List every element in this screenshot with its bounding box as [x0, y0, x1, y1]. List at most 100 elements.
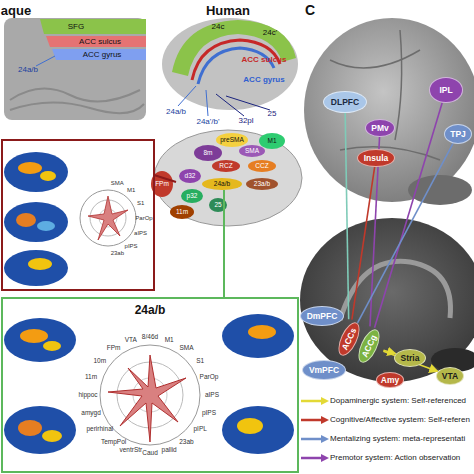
legend-text: Premotor system: Action observation — [330, 453, 470, 462]
region-label: FPm — [107, 345, 121, 352]
region-label: Human — [206, 4, 250, 17]
region-label: 23a/b — [254, 181, 270, 188]
region-label: M1 — [165, 337, 174, 344]
flat-map — [4, 202, 68, 242]
region-label: 10m — [94, 358, 107, 365]
parcel — [239, 145, 265, 157]
macaque-slice — [4, 18, 146, 120]
region-label: d32 — [185, 173, 196, 180]
region-label: ACC sulcus — [79, 38, 121, 46]
region-label: 11m — [176, 209, 188, 216]
region-label: S1 — [137, 200, 144, 206]
legend-text: Mentalizing system: meta-representati — [330, 434, 470, 443]
flat-map — [222, 314, 294, 358]
region-label: M1 — [127, 187, 135, 193]
polar-ring — [80, 190, 136, 246]
region-label: Caud — [142, 450, 158, 457]
region-label: 8m — [203, 150, 212, 157]
parcel — [212, 160, 240, 172]
region-node: DLPFC — [323, 91, 367, 113]
acc-sulcus-region — [46, 36, 146, 47]
region-label: 24a/b — [214, 181, 230, 188]
region-node: VmPFC — [302, 360, 346, 380]
region-node: Stria — [394, 349, 426, 367]
region-label: ACC gyrus — [83, 51, 122, 59]
flat-map — [4, 318, 76, 362]
polar-plot — [108, 355, 186, 442]
legend-row: Premotor system: Action observation — [300, 448, 472, 467]
region-label: RCZ — [219, 163, 232, 170]
region-node: VTA — [436, 367, 464, 385]
legend-arrow-head — [321, 397, 329, 405]
node-text: Insula — [364, 154, 389, 163]
region-label: 23ab — [111, 250, 124, 256]
region-label: pIPL — [193, 426, 206, 433]
sulcus-line — [10, 89, 140, 102]
region-label: aIPS — [134, 230, 147, 236]
flat-map — [4, 406, 76, 454]
region-label: pIPS — [125, 243, 138, 249]
legend-arrow-head — [321, 435, 329, 443]
region-label: 25 — [268, 110, 277, 118]
region-label: hippoc — [78, 392, 97, 399]
leader-line — [226, 96, 270, 110]
region-label: 8/46d — [142, 334, 158, 341]
polar-ring — [100, 345, 200, 445]
region-label: 11m — [85, 374, 97, 381]
region-label: M1 — [267, 138, 276, 145]
node-text: VTA — [442, 372, 458, 381]
legend-arrow-line — [301, 437, 322, 440]
region-label: 24a/b — [18, 66, 38, 74]
legend-swatch — [300, 434, 330, 444]
leader-line — [206, 90, 208, 116]
node-text: TPJ — [450, 130, 466, 139]
activation-blob — [37, 221, 55, 231]
medial-brain — [300, 218, 474, 382]
flat-map — [4, 250, 68, 286]
region-label: pIPS — [202, 410, 216, 417]
region-node: Amy — [376, 372, 404, 388]
human-brain — [162, 18, 298, 110]
region-node: TPJ — [444, 124, 472, 144]
sfg-region — [40, 19, 146, 34]
parcellation-brain — [154, 130, 302, 226]
region-label: CCZ — [255, 163, 268, 170]
region-label: ACC sulcus — [242, 56, 287, 64]
connector — [358, 143, 453, 323]
leader-line — [223, 190, 225, 298]
activation-blob — [43, 341, 61, 351]
node-text: VmPFC — [309, 366, 339, 375]
activation-blob — [248, 325, 276, 339]
region-label: SFG — [68, 23, 84, 31]
activation-blob — [18, 162, 42, 174]
node-text: DLPFC — [331, 98, 359, 107]
region-label: preSMA — [220, 137, 243, 144]
region-label: 24c — [212, 23, 225, 31]
node-text: Stria — [401, 354, 420, 363]
region-label: S1 — [196, 358, 204, 365]
legend: Dopaminergic system: Self-referencedCogn… — [300, 391, 472, 467]
node-text: IPL — [439, 86, 452, 95]
legend-swatch — [300, 453, 330, 463]
region-label: TempPol — [101, 439, 126, 446]
region-label: ventrStr — [119, 447, 142, 454]
region-label: SMA — [111, 180, 124, 186]
legend-text: Dopaminergic system: Self-referenced — [330, 396, 470, 405]
region-label: SMA — [245, 148, 259, 155]
region-label: ParOp — [200, 374, 219, 381]
region-label: p32 — [187, 193, 198, 200]
legend-arrow-line — [301, 399, 322, 402]
region-label: amygd — [81, 410, 101, 417]
region-label: VTA — [125, 337, 137, 344]
region-node: IPL — [429, 77, 463, 103]
region-label: pallid — [162, 447, 177, 454]
legend-swatch — [300, 415, 330, 425]
region-label: 32pl — [238, 117, 253, 125]
sulcus-line — [330, 50, 420, 68]
activation-blob — [237, 418, 263, 434]
region-label: 24a/b — [135, 304, 166, 316]
region-label: 24a'/b' — [196, 118, 219, 126]
leader-line — [36, 56, 55, 66]
parcel — [170, 205, 194, 219]
